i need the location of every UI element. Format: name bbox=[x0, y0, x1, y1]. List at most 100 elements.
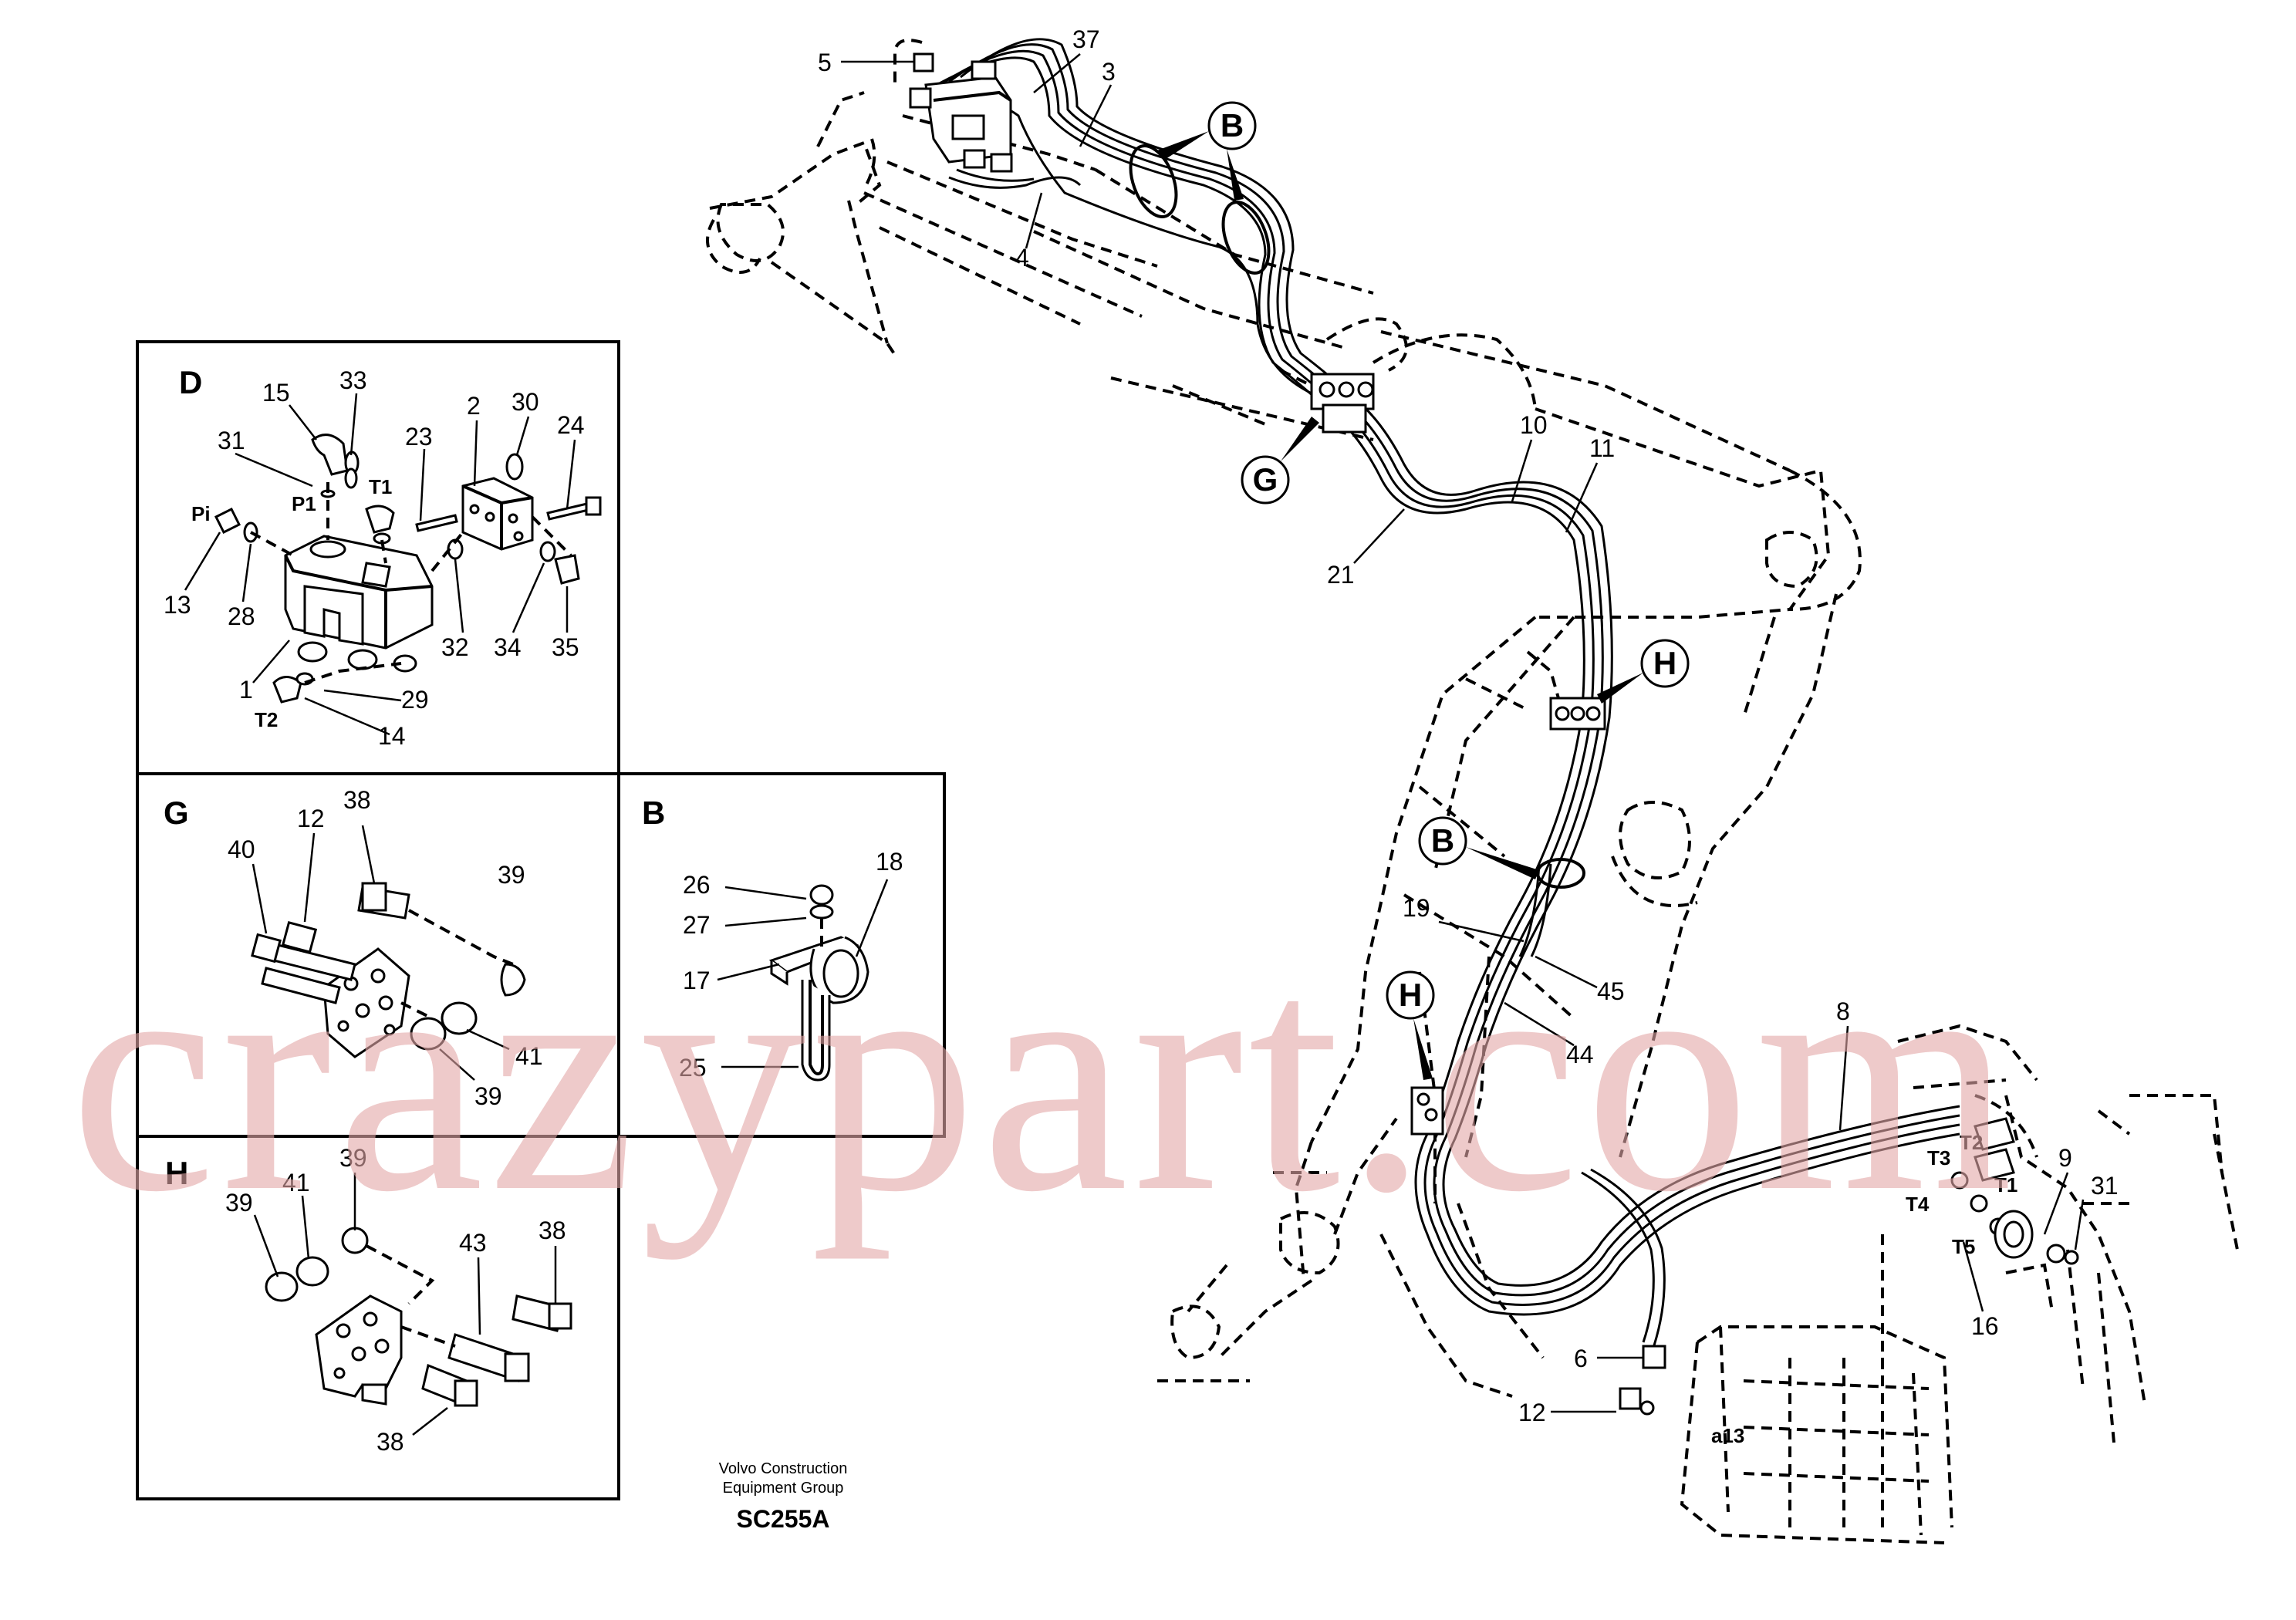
svg-text:G: G bbox=[1253, 461, 1278, 498]
h-callout-38a: 38 bbox=[539, 1217, 566, 1244]
svg-text:H: H bbox=[1653, 645, 1676, 681]
port-label-t2: T2 bbox=[1960, 1131, 1983, 1154]
b-callout-26: 26 bbox=[683, 871, 711, 899]
detail-h-leaders bbox=[253, 1173, 557, 1436]
right-machine-outline bbox=[1881, 1024, 2239, 1443]
callout-6: 6 bbox=[1574, 1345, 1588, 1372]
g-callout-12: 12 bbox=[297, 805, 325, 832]
detail-h-drawing bbox=[265, 1227, 572, 1407]
d-callout-30: 30 bbox=[512, 388, 539, 416]
d-port-pi: Pi bbox=[191, 502, 211, 525]
port-label-t1: T1 bbox=[1994, 1173, 2017, 1196]
d-callout-2: 2 bbox=[467, 392, 481, 420]
svg-text:B: B bbox=[1431, 822, 1454, 859]
g-callout-41: 41 bbox=[515, 1042, 543, 1070]
watermark: crazypart.com bbox=[69, 893, 2017, 1261]
callout-8: 8 bbox=[1836, 997, 1850, 1025]
h-callout-41: 41 bbox=[282, 1169, 310, 1196]
g-callout-39b: 39 bbox=[474, 1082, 502, 1110]
b-callout-25: 25 bbox=[679, 1054, 707, 1082]
h-callout-43: 43 bbox=[459, 1229, 487, 1257]
h-callout-38b: 38 bbox=[376, 1428, 404, 1456]
view-marker-h-upper bbox=[1640, 639, 1690, 688]
detail-box-g-title: G bbox=[164, 795, 189, 831]
detail-g-leaders bbox=[252, 825, 510, 1081]
detail-box-h-frame bbox=[136, 1135, 620, 1500]
callout-31: 31 bbox=[2091, 1172, 2119, 1200]
svg-text:H: H bbox=[1399, 977, 1422, 1013]
d-callout-35: 35 bbox=[552, 633, 579, 661]
right-port-labels: T3 T2 T1 T4 T5 bbox=[1906, 1131, 2017, 1258]
connector-block-h-upper bbox=[1526, 650, 1606, 731]
b-callout-18: 18 bbox=[876, 848, 903, 876]
caption-line1: Volvo Construction bbox=[719, 1460, 848, 1477]
d-callout-34: 34 bbox=[494, 633, 522, 661]
connector-block-g bbox=[1310, 373, 1375, 434]
callout-11: 11 bbox=[1589, 434, 1615, 462]
detail-d-port-labels: Pi P1 T1 T2 bbox=[191, 475, 392, 731]
d-port-p1: P1 bbox=[292, 492, 316, 515]
callout-5: 5 bbox=[818, 49, 832, 76]
d-port-t2: T2 bbox=[255, 708, 278, 731]
view-marker-b-lower bbox=[1418, 816, 1467, 866]
d-callout-14: 14 bbox=[378, 722, 406, 750]
detail-d-leaders bbox=[184, 393, 576, 736]
g-callout-38: 38 bbox=[343, 786, 371, 814]
port-label-t4: T4 bbox=[1906, 1193, 1930, 1216]
detail-box-b-title: B bbox=[642, 795, 665, 831]
control-valve-block bbox=[1680, 1325, 1953, 1544]
callout-44: 44 bbox=[1566, 1041, 1594, 1068]
detail-b-drawing bbox=[768, 884, 869, 1082]
fittings-6-12 bbox=[1619, 1345, 1666, 1416]
view-marker-h-lower bbox=[1386, 970, 1435, 1020]
d-callout-15: 15 bbox=[262, 379, 290, 407]
detail-g-drawing bbox=[251, 882, 526, 1058]
callout-16: 16 bbox=[1971, 1312, 1999, 1340]
d-port-t1: T1 bbox=[369, 475, 392, 498]
clamp-bands bbox=[1129, 144, 1585, 889]
caption: Volvo Construction Equipment Group SC255… bbox=[719, 1460, 848, 1533]
callout-4: 4 bbox=[1015, 244, 1029, 272]
top-valve-assembly bbox=[893, 39, 1013, 173]
h-callout-39b: 39 bbox=[339, 1144, 367, 1172]
callout-21: 21 bbox=[1327, 561, 1355, 589]
callout-19: 19 bbox=[1403, 894, 1430, 922]
d-callout-32: 32 bbox=[441, 633, 469, 661]
boom-outline bbox=[706, 91, 1862, 1398]
view-markers: B G H B H bbox=[1157, 101, 1690, 1080]
d-callout-1: 1 bbox=[239, 676, 253, 704]
detail-d-drawing bbox=[214, 434, 602, 704]
g-callout-39a: 39 bbox=[498, 861, 525, 889]
d-callout-31: 31 bbox=[218, 427, 245, 454]
callout-10: 10 bbox=[1520, 411, 1548, 439]
detail-h-callouts: 39 41 39 43 38 38 bbox=[225, 1144, 566, 1456]
callout-45: 45 bbox=[1597, 977, 1625, 1005]
port-label-t3: T3 bbox=[1927, 1146, 1950, 1169]
view-marker-g bbox=[1241, 455, 1290, 505]
d-callout-23: 23 bbox=[405, 423, 433, 451]
port-label-a13: a13 bbox=[1711, 1424, 1744, 1447]
detail-box-d-title: D bbox=[179, 364, 202, 400]
d-callout-29: 29 bbox=[401, 686, 429, 714]
d-callout-13: 13 bbox=[164, 591, 191, 619]
svg-text:B: B bbox=[1221, 107, 1244, 143]
main-callout-leaders bbox=[841, 53, 2085, 1413]
h-callout-39a: 39 bbox=[225, 1189, 253, 1217]
b-callout-27: 27 bbox=[683, 911, 711, 939]
hose-bundle bbox=[925, 38, 1960, 1346]
detail-g-callouts: 40 12 38 39 41 39 bbox=[228, 786, 543, 1110]
callout-37: 37 bbox=[1072, 25, 1100, 53]
caption-line2: Equipment Group bbox=[723, 1480, 844, 1497]
detail-b-callouts: 26 27 17 18 25 bbox=[679, 848, 903, 1082]
callout-9: 9 bbox=[2058, 1144, 2072, 1172]
d-callout-33: 33 bbox=[339, 366, 367, 394]
d-callout-28: 28 bbox=[228, 602, 255, 630]
detail-box-h-title: H bbox=[165, 1155, 188, 1191]
callout-12: 12 bbox=[1518, 1399, 1546, 1426]
detail-box-frames bbox=[136, 340, 946, 1500]
g-callout-40: 40 bbox=[228, 835, 255, 863]
detail-b-leaders bbox=[717, 879, 889, 1068]
b-callout-17: 17 bbox=[683, 967, 711, 994]
main-callouts: 5 37 3 4 10 11 21 19 45 44 8 9 31 16 6 1… bbox=[818, 25, 2119, 1426]
